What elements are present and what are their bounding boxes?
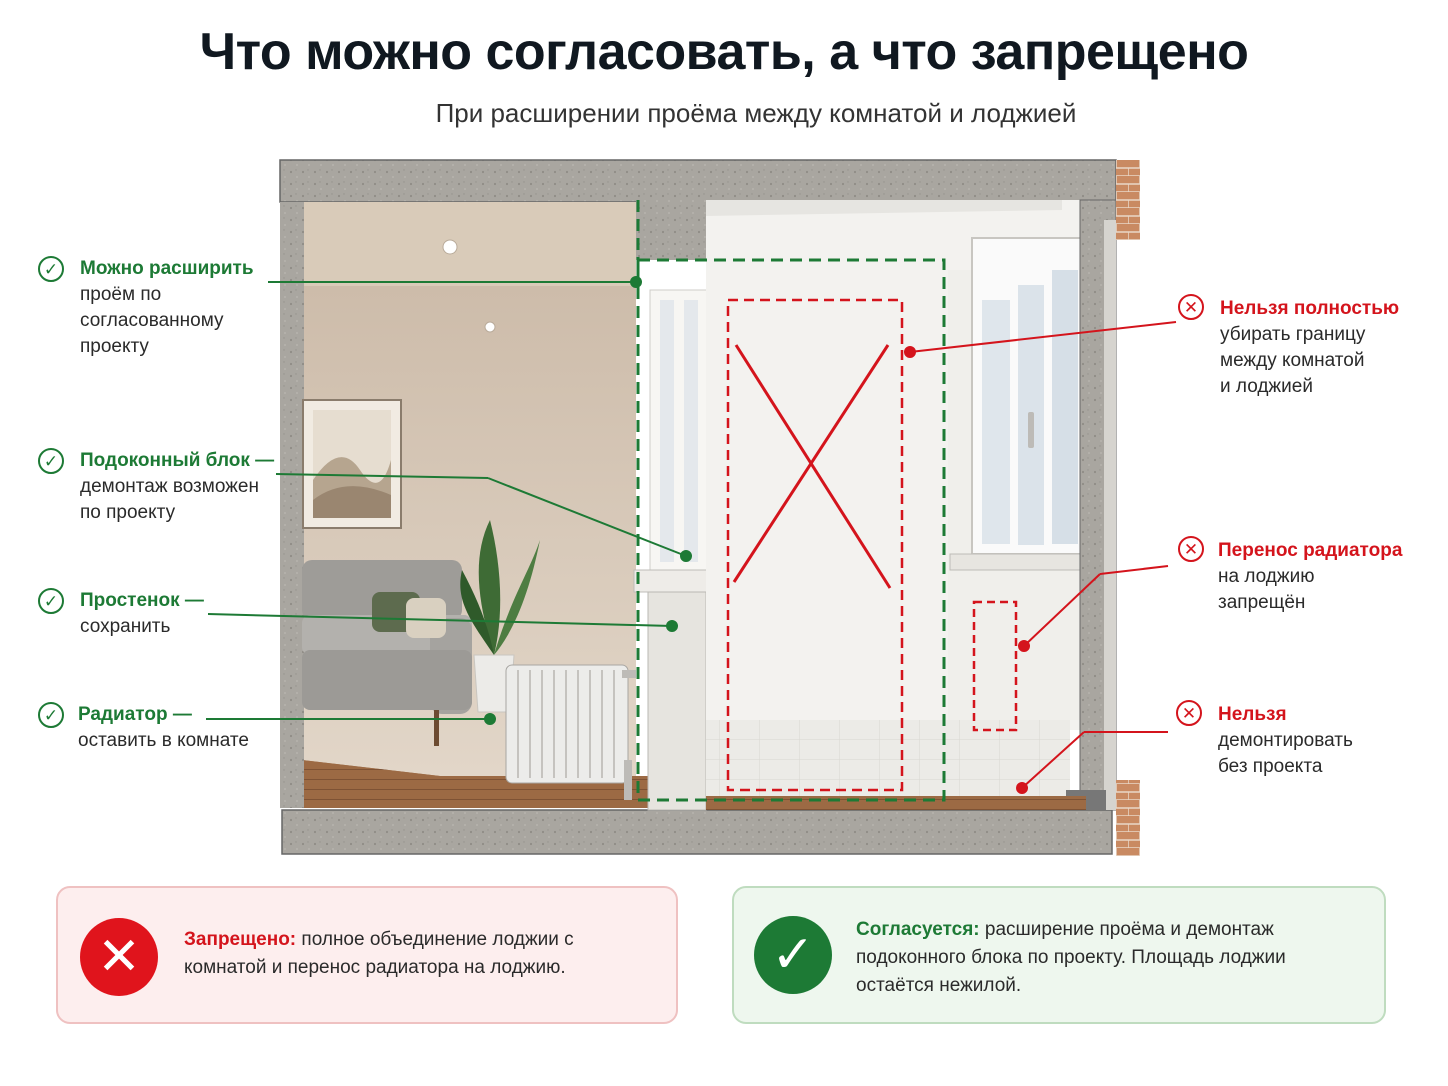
page-subtitle: При расширении проёма между комнатой и л… [435,98,1077,128]
callout-heading: Простенок — [80,590,204,611]
apartment-section-illustration [206,159,1177,856]
check-circle-icon: ✓ [38,588,64,614]
forbidden-summary-panel: ✕ Запрещено: полное объединение лоджии с… [56,886,678,1024]
cross-circle-icon: ✕ [1178,294,1204,320]
callout-text: демонтировать [1218,730,1353,751]
forbidden-radiator-marker [972,600,1018,732]
forbidden-callout-remove-boundary: Нельзя полностью убирать границу между к… [1220,296,1399,400]
callout-text: запрещён [1218,592,1306,613]
callout-heading: Можно расширить [80,258,254,279]
allowed-callout-sill-block: Подоконный блок — демонтаж возможен по п… [80,448,274,526]
allowed-callout-pier: Простенок — сохранить [80,588,204,640]
callout-text: между комнатой [1220,350,1365,371]
page-title: Что можно согласовать, а что запрещено [199,23,1249,81]
callout-text: проекту [80,336,149,357]
callout-text: по проекту [80,502,176,523]
callout-heading: Нельзя полностью [1220,298,1400,319]
callout-heading: Перенос радиатора [1218,540,1403,561]
callout-heading: Радиатор — [78,704,192,725]
callout-text: оставить в комнате [78,730,249,751]
check-circle-icon: ✓ [38,448,64,474]
check-circle-icon: ✓ [38,256,64,282]
callout-heading: Подоконный блок — [80,450,275,471]
radiator-room [505,664,636,800]
allowed-summary-text: Согласуется: расширение проёма и демонта… [856,916,1356,1000]
forbidden-merge-marker [726,298,904,792]
callout-text: согласованному [80,310,224,331]
callout-text: проём по [80,284,162,305]
callout-text: без проекта [1218,756,1323,777]
cross-circle-icon: ✕ [1178,536,1204,562]
forbidden-callout-radiator-move: Перенос радиатора на лоджию запрещён [1218,538,1402,616]
check-circle-icon: ✓ [754,916,832,994]
callout-text: убирать границу [1220,324,1366,345]
summary-lead: Согласуется: [856,919,980,940]
summary-lead: Запрещено: [184,929,297,950]
allowed-callout-widen-opening: Можно расширить проём по согласованному … [80,256,254,360]
cross-circle-icon: ✕ [1176,700,1202,726]
forbidden-summary-text: Запрещено: полное объединение лоджии с к… [184,926,654,982]
cross-circle-icon: ✕ [80,918,158,996]
callout-text: и лоджией [1220,376,1313,397]
allowed-callout-radiator: Радиатор — оставить в комнате [78,702,249,754]
allowed-summary-panel: ✓ Согласуется: расширение проёма и демон… [732,886,1386,1024]
loggia-window [949,237,1091,571]
callout-text: демонтаж возможен [80,476,259,497]
callout-heading: Нельзя [1218,704,1287,725]
callout-text: на лоджию [1218,566,1315,587]
allowed-opening-outline [636,258,946,802]
summary-body: расширение проёма и демонтаж подоконного… [856,919,1286,996]
forbidden-callout-no-dismantle: Нельзя демонтировать без проекта [1218,702,1353,780]
summary-body: полное объединение лоджии с комнатой и п… [184,929,574,978]
check-circle-icon: ✓ [38,702,64,728]
callout-text: сохранить [80,616,171,637]
